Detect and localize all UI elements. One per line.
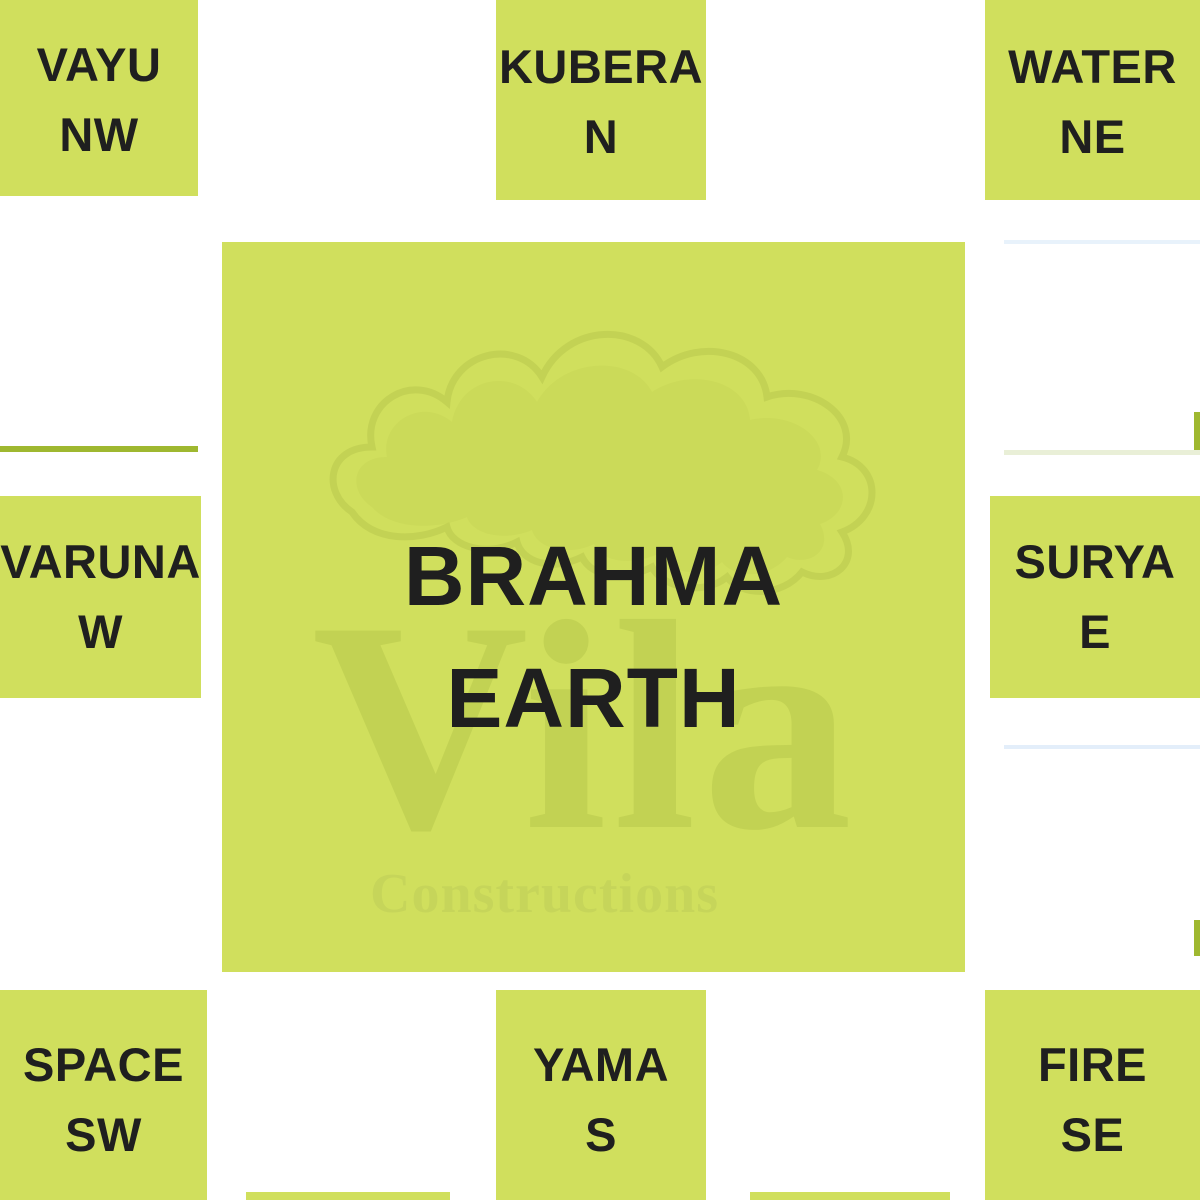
tile-surya-e: SURYA E	[990, 496, 1200, 698]
tile-name: WATER	[1008, 40, 1177, 93]
tile-brahma-center: Vila Constructions BRAHMA EARTH	[222, 242, 965, 972]
tile-name: YAMA	[532, 1038, 670, 1091]
divider-line	[1004, 240, 1200, 244]
tile-direction: NW	[59, 108, 139, 161]
tile-vayu-nw: VAYU NW	[0, 0, 198, 196]
tile-varuna-w: VARUNA W	[0, 496, 201, 698]
edge-accent	[1194, 412, 1200, 450]
tile-name: VARUNA	[0, 535, 201, 588]
tile-name: FIRE	[1037, 1038, 1148, 1091]
tile-direction: W	[78, 605, 123, 658]
tile-name: BRAHMA	[403, 529, 784, 623]
tile-fire-se: FIRE SE	[985, 990, 1200, 1200]
tile-water-ne: WATER NE	[985, 0, 1200, 200]
tile-direction: NE	[1059, 110, 1126, 163]
tile-yama-s: YAMA S	[496, 990, 706, 1200]
tile-direction: S	[585, 1108, 617, 1161]
vila-tagline-text: Constructions	[370, 863, 719, 925]
divider-line	[750, 1192, 950, 1200]
tile-kubera-n: KUBERA N	[496, 0, 706, 200]
divider-line	[246, 1192, 450, 1200]
tile-name: KUBERA	[498, 40, 704, 93]
tile-name: SPACE	[23, 1038, 184, 1091]
tile-direction: SW	[65, 1108, 142, 1161]
center-label: BRAHMA EARTH	[404, 515, 783, 759]
tile-element: EARTH	[446, 651, 741, 745]
tile-name: SURYA	[1014, 535, 1176, 588]
tile-direction: N	[583, 110, 619, 163]
divider-line	[1004, 450, 1200, 455]
tile-name: VAYU	[36, 38, 162, 91]
divider-line	[1004, 745, 1200, 749]
divider-line	[0, 446, 198, 452]
tile-space-sw: SPACE SW	[0, 990, 207, 1200]
tile-direction: E	[1079, 605, 1111, 658]
tile-direction: SE	[1060, 1108, 1125, 1161]
edge-accent	[1194, 920, 1200, 956]
